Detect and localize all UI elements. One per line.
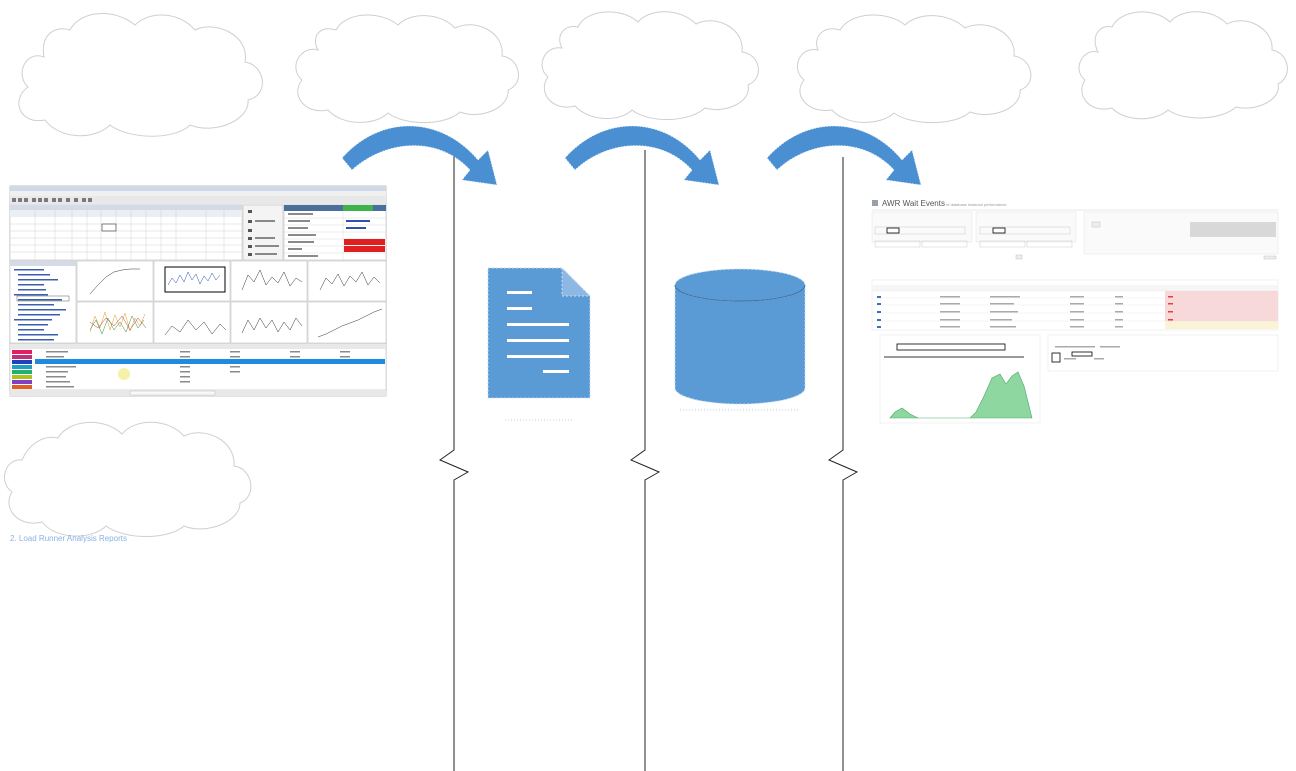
lifeline-2 <box>629 150 661 771</box>
curved-arrow-icon <box>766 125 922 186</box>
cloud-1 <box>18 13 263 137</box>
cloud-5 <box>1078 11 1288 120</box>
database-icon <box>674 268 806 411</box>
svg-text:of database instance performan: of database instance performance <box>946 202 1007 207</box>
cloud-4 <box>797 14 1032 124</box>
cloud-3 <box>541 11 759 120</box>
curved-arrow-icon <box>564 125 720 186</box>
svg-text:AWR Wait Events: AWR Wait Events <box>882 199 945 208</box>
cloud-left-lower <box>4 421 252 537</box>
curved-arrow-icon <box>341 125 498 186</box>
lifeline-3 <box>827 157 859 771</box>
ghost-caption: 2. Load Runner Analysis Reports <box>10 534 127 543</box>
awr-screenshot: AWR Wait Events of database instance per… <box>870 195 1279 424</box>
cloud-2 <box>295 14 519 124</box>
loadrunner-screenshot <box>9 185 387 397</box>
lifeline-1 <box>438 150 470 771</box>
document-icon <box>487 266 592 421</box>
